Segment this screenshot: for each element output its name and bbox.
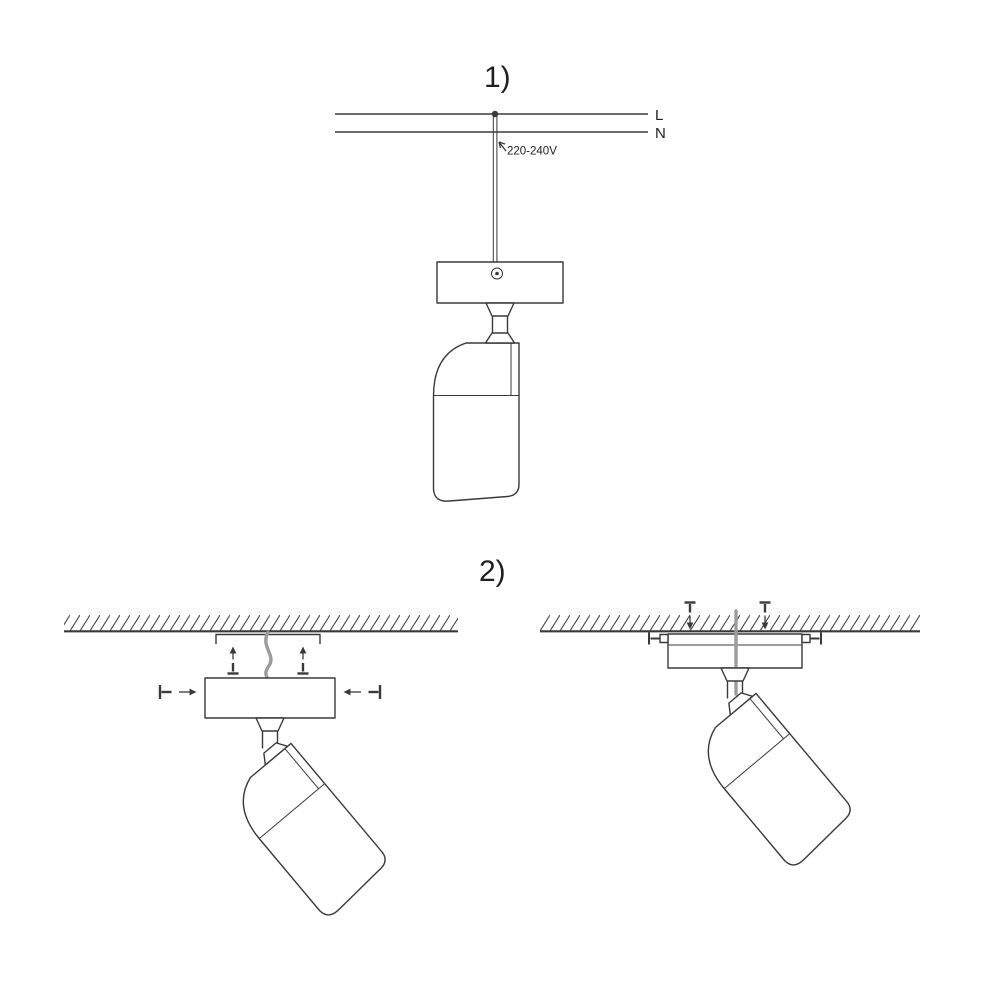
- spotlight-front-view: [432, 261, 564, 502]
- step-2-install-left: [64, 615, 458, 921]
- step-2-install-right: [540, 601, 920, 871]
- voltage-callout: 220-240V: [498, 141, 557, 158]
- spotlight-head-tilted: [218, 735, 394, 921]
- side-screw-left-icon: [648, 632, 660, 645]
- anchor-screw-left-icon: [227, 646, 239, 675]
- anchor-screw-right-icon: [297, 646, 309, 675]
- ceiling-right: [540, 615, 920, 633]
- ceiling-hatch: [64, 615, 458, 631]
- step-1-label: 1): [484, 61, 511, 94]
- ceiling-screw-left-icon: [684, 601, 696, 630]
- spotlight-head-tilted: [683, 685, 859, 871]
- step-2-label: 2): [479, 555, 506, 588]
- ceiling-left: [64, 615, 458, 633]
- side-screw-left-icon: [158, 685, 197, 699]
- live-wire-label: L: [655, 107, 663, 124]
- box-ear-right: [801, 633, 811, 644]
- ceiling-screw-right-icon: [759, 601, 771, 630]
- voltage-arrow-icon: [498, 141, 507, 152]
- voltage-label: 220-240V: [507, 146, 557, 158]
- mains-wire: [264, 630, 273, 681]
- fixing-screw-icon: [491, 267, 503, 280]
- mounting-box: [436, 261, 564, 304]
- box-ear-left: [659, 633, 669, 644]
- ceiling-hatch: [540, 615, 920, 631]
- mounting-box: [204, 677, 336, 719]
- power-cable: [492, 115, 498, 263]
- neutral-wire-label: N: [655, 125, 666, 142]
- step-1-wiring-diagram: L N 220-240V: [335, 107, 666, 502]
- side-screw-right-icon: [343, 685, 382, 699]
- side-screw-right-icon: [810, 632, 822, 645]
- spotlight-head: [432, 332, 520, 502]
- spotlight-neck: [485, 302, 515, 335]
